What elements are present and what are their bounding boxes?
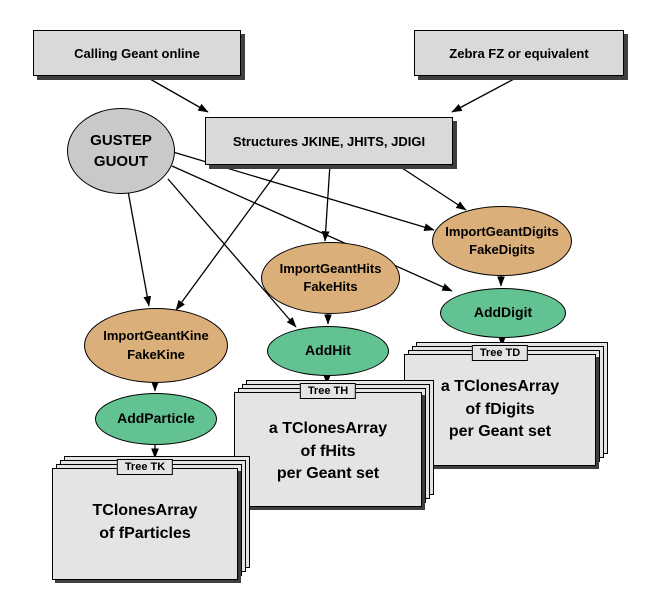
arrow-gustep-to-import-kine: [127, 190, 152, 307]
stack-tree-tk: Tree TK TClonesArray of fParticles: [52, 456, 250, 580]
arrow-zebra-to-structures: [451, 78, 515, 113]
tree-td-tab: Tree TD: [471, 345, 529, 361]
box-structures: Structures JKINE, JHITS, JDIGI: [205, 117, 453, 165]
gustep-line1: GUSTEP: [90, 132, 152, 149]
tree-th-text-line1: a TClonesArray: [268, 420, 388, 437]
import-hits-line1: ImportGeantHits: [279, 260, 382, 276]
arrow-structures-to-import-hits: [321, 163, 331, 242]
arrow-gustep-to-add-hit: [167, 178, 297, 328]
box-calling-geant-label: Calling Geant online: [74, 45, 200, 61]
tree-th-tab: Tree TH: [299, 383, 357, 399]
tree-td-text-line2: of fDigits: [465, 400, 535, 418]
tree-td-text: a TClonesArray of fDigits per Geant set: [404, 376, 596, 444]
add-hit-label: AddHit: [305, 342, 351, 359]
tree-tk-text: TClonesArray of fParticles: [52, 500, 238, 545]
tree-tk-text-line2: of fParticles: [99, 524, 191, 542]
stack-tree-td: Tree TD a TClonesArray of fDigits per Ge…: [404, 342, 608, 466]
box-zebra-fz-label: Zebra FZ or equivalent: [449, 45, 589, 61]
box-structures-label: Structures JKINE, JHITS, JDIGI: [232, 133, 426, 149]
tree-th-text-line3: per Geant set: [276, 465, 380, 483]
import-kine-line2: FakeKine: [127, 346, 185, 362]
add-digit-label: AddDigit: [473, 304, 533, 321]
ellipse-import-geant-digits: ImportGeantDigits FakeDigits: [432, 206, 572, 276]
tree-td-sheet-front: [404, 354, 596, 466]
ellipse-add-hit: AddHit: [267, 326, 389, 376]
arrow-structures-to-import-digits: [395, 163, 467, 211]
ellipse-import-geant-kine: ImportGeantKine FakeKine: [84, 308, 228, 383]
import-digits-line2: FakeDigits: [469, 242, 535, 257]
stack-tree-th: Tree TH a TClonesArray of fHits per Gean…: [234, 380, 434, 507]
import-hits-line2: FakeHits: [303, 279, 358, 294]
tree-td-text-line1: a TClonesArray: [440, 378, 560, 395]
import-kine-line1: ImportGeantKine: [103, 328, 209, 344]
tree-tk-text-line1: TClonesArray: [92, 502, 198, 519]
tree-td-text-line3: per Geant set: [448, 423, 552, 441]
ellipse-add-digit: AddDigit: [440, 288, 566, 338]
tree-th-text: a TClonesArray of fHits per Geant set: [234, 418, 422, 486]
tree-tk-tab: Tree TK: [116, 459, 174, 475]
tree-th-text-line2: of fHits: [300, 442, 356, 460]
add-particle-label: AddParticle: [117, 410, 195, 427]
gustep-line2: GUOUT: [93, 153, 149, 170]
box-zebra-fz: Zebra FZ or equivalent: [414, 30, 624, 76]
tree-th-sheet-front: [234, 392, 422, 507]
box-calling-geant: Calling Geant online: [33, 30, 241, 76]
ellipse-gustep-guout: GUSTEP GUOUT: [67, 108, 175, 194]
arrow-calling-geant-to-structures: [149, 78, 209, 113]
ellipse-add-particle: AddParticle: [95, 393, 217, 445]
import-digits-line1: ImportGeantDigits: [445, 223, 559, 239]
tree-tk-sheet-front: [52, 468, 238, 580]
ellipse-import-geant-hits: ImportGeantHits FakeHits: [261, 242, 400, 314]
